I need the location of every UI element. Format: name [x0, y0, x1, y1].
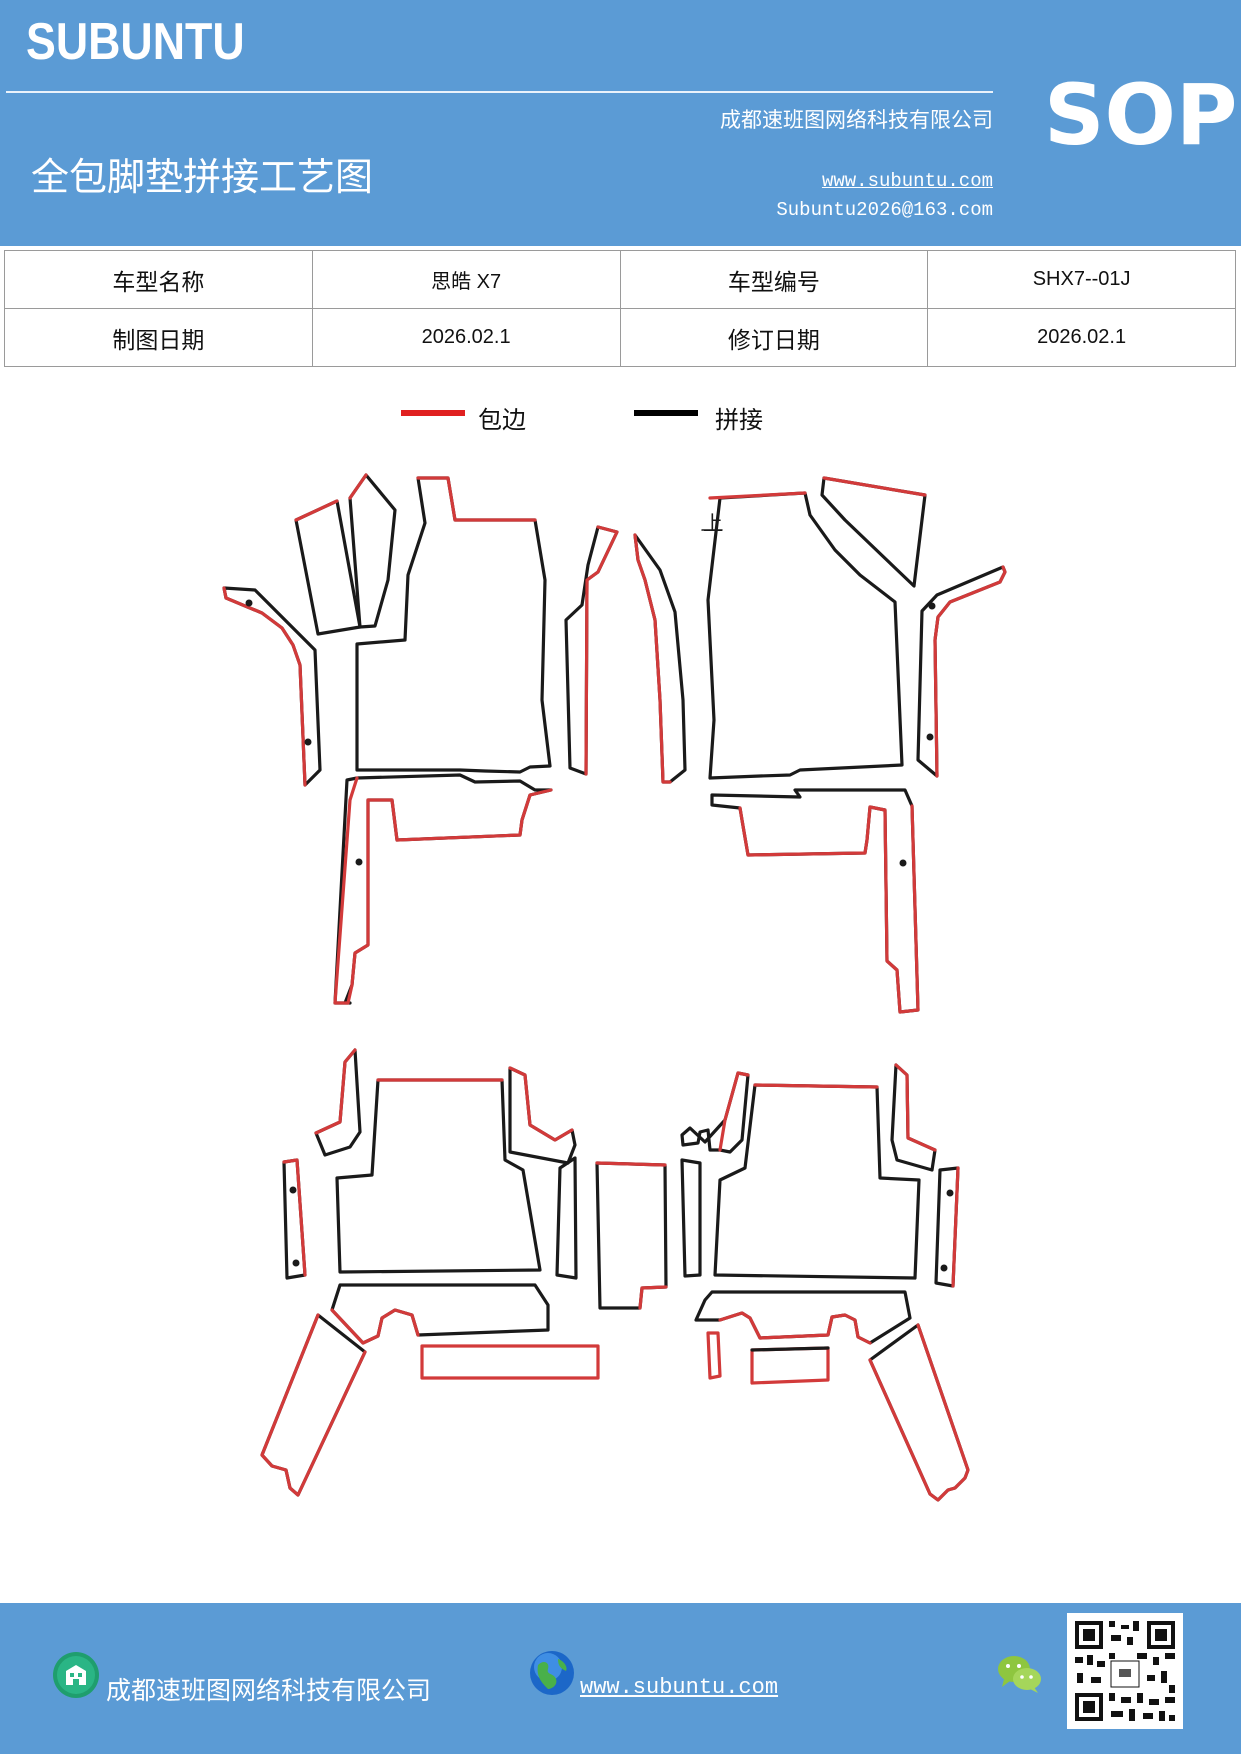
footer-company-name: 成都速班图网络科技有限公司 — [106, 1676, 432, 1705]
table-cell-label: 车型名称 — [4, 250, 313, 309]
brand-logo: SUBUNTU — [26, 13, 245, 71]
legend-label-edge: 包边 — [478, 406, 526, 434]
header-website-link[interactable]: www.subuntu.com — [821, 170, 993, 192]
front-right-mat-group: 上 — [633, 476, 1007, 1014]
floor-mat-diagram: 上 — [222, 473, 1007, 1502]
table-row: 制图日期 2026.02.1 修订日期 2026.02.1 — [4, 308, 1236, 367]
sop-badge: SOP — [1044, 66, 1238, 164]
vehicle-info-table: 车型名称 思皓 X7 车型编号 SHX7--01J 制图日期 2026.02.1… — [4, 250, 1236, 367]
qr-code-image[interactable] — [1067, 1613, 1183, 1729]
legend-label-seam: 拼接 — [715, 406, 763, 434]
wechat-icon — [998, 1656, 1041, 1693]
legend: 包边 拼接 — [0, 400, 1241, 440]
table-row: 车型名称 思皓 X7 车型编号 SHX7--01J — [4, 250, 1236, 309]
globe-icon — [530, 1651, 574, 1695]
table-cell-value: 思皓 X7 — [311, 250, 621, 309]
building-icon — [53, 1652, 99, 1698]
legend-swatch-seam — [634, 410, 698, 416]
header-banner: SUBUNTU 成都速班图网络科技有限公司 全包脚垫拼接工艺图 www.subu… — [0, 0, 1241, 246]
table-cell-value: SHX7--01J — [927, 250, 1236, 309]
table-cell-label: 制图日期 — [4, 308, 313, 367]
table-cell-value: 2026.02.1 — [927, 308, 1236, 367]
rear-right-mat-group — [680, 1063, 970, 1502]
table-cell-value: 2026.02.1 — [311, 308, 621, 367]
legend-swatch-edge — [401, 410, 465, 416]
footer-banner: 成都速班图网络科技有限公司 www.subuntu.com — [0, 1603, 1241, 1754]
document-title: 全包脚垫拼接工艺图 — [31, 155, 374, 199]
front-left-mat-group — [222, 473, 619, 1005]
header-divider — [6, 91, 993, 93]
table-cell-label: 修订日期 — [619, 308, 929, 367]
footer-website-link[interactable]: www.subuntu.com — [580, 1675, 779, 1700]
orientation-mark: 上 — [703, 511, 723, 535]
header-company-name: 成都速班图网络科技有限公司 — [720, 108, 993, 132]
rear-left-mat-group — [260, 1048, 668, 1497]
table-cell-label: 车型编号 — [619, 250, 929, 309]
header-email[interactable]: Subuntu2026@163.com — [776, 199, 993, 221]
